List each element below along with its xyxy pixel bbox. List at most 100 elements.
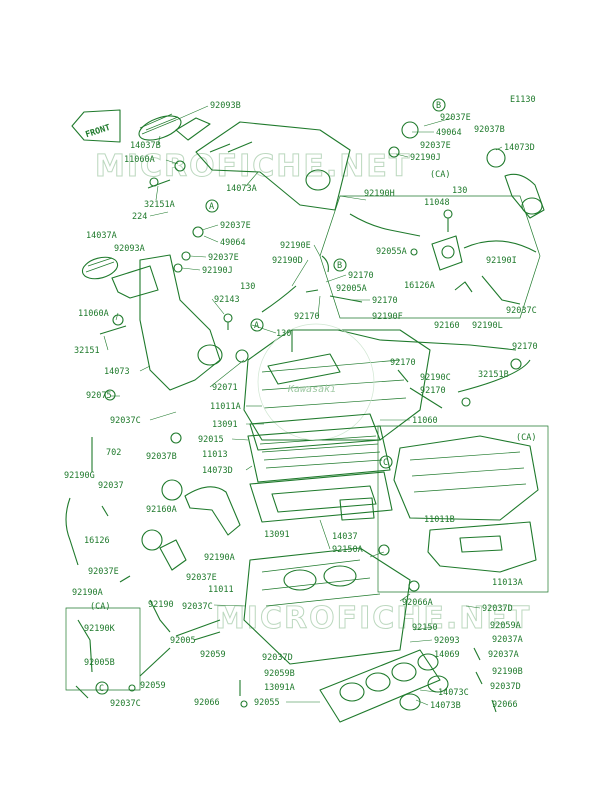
part-label: 92143	[214, 295, 240, 305]
part-label: 16126A	[404, 281, 435, 291]
carb-holder-drawing	[319, 647, 497, 723]
part-label: 14073B	[430, 701, 461, 711]
part-label: 92059	[140, 681, 166, 691]
ca-cover-drawing	[377, 425, 549, 593]
clamps-drawing	[65, 160, 249, 566]
part-label: 92059A	[490, 621, 521, 631]
part-label: 11013A	[492, 578, 523, 588]
part-label: 32151	[74, 346, 100, 356]
part-label: 32151A	[144, 200, 175, 210]
part-label: 92015	[198, 435, 224, 445]
callout-a-mid-label: A	[254, 321, 259, 331]
part-label: 92150A	[332, 545, 363, 555]
part-label: 13091	[212, 420, 238, 430]
part-label: 92037D	[490, 682, 521, 692]
part-label: (CA)	[430, 170, 450, 180]
callout-b-top	[432, 98, 446, 112]
callout-a-left	[205, 199, 219, 213]
part-label: 130	[276, 329, 291, 339]
part-label: 13091A	[264, 683, 295, 693]
part-label: 92170	[372, 296, 398, 306]
ref-code: E1130	[510, 95, 536, 105]
part-label: 11011B	[424, 515, 455, 525]
air-cleaner-cover-drawing	[243, 329, 431, 441]
part-label: 92037D	[262, 653, 293, 663]
part-label: 92093A	[114, 244, 145, 254]
part-label: 92037C	[506, 306, 537, 316]
part-label: 92037E	[208, 253, 239, 263]
part-label: 92055	[254, 698, 280, 708]
part-label: 92190B	[492, 667, 523, 677]
kawasaki-logo-ring	[257, 323, 375, 441]
part-label: 11011	[208, 585, 234, 595]
watermark-bottom: MICROFICHE.NET	[215, 601, 531, 636]
part-label: 224	[132, 212, 147, 222]
part-label: 92037B	[474, 125, 505, 135]
part-label: 11013	[202, 450, 228, 460]
part-label: 14073	[104, 367, 130, 377]
center-logo: Kawasaki	[287, 384, 336, 395]
part-label: 11060	[412, 416, 438, 426]
part-label: 13091	[264, 530, 290, 540]
part-label: 92170	[294, 312, 320, 322]
air-cleaner-case-drawing	[243, 544, 420, 665]
part-label: 92071	[212, 383, 238, 393]
part-label: 92170	[420, 386, 446, 396]
part-label: 11048	[424, 198, 450, 208]
lower-hoses-drawing	[65, 529, 248, 708]
part-label: 92055A	[376, 247, 407, 257]
part-label: 32151B	[478, 370, 509, 380]
part-label: 92093	[434, 636, 460, 646]
part-label: 702	[106, 448, 121, 458]
part-label: 92190E	[280, 241, 311, 251]
part-label: 92160	[434, 321, 460, 331]
part-label: 92037E	[420, 141, 451, 151]
part-label: 92190J	[202, 266, 233, 276]
callout-a-left-label: A	[209, 202, 214, 212]
part-label: 92037C	[110, 416, 141, 426]
part-label: 14073C	[438, 688, 469, 698]
part-label: (CA)	[516, 433, 536, 443]
part-label: (CA)	[90, 602, 110, 612]
part-label: 92005	[170, 636, 196, 646]
part-label: 92059B	[264, 669, 295, 679]
part-label: 92037E	[220, 221, 251, 231]
callout-b-mid	[333, 258, 347, 272]
part-label: 92066	[492, 700, 518, 710]
part-label: 11060A	[78, 309, 109, 319]
part-label: 92190G	[64, 471, 95, 481]
part-label: 14073D	[504, 143, 535, 153]
part-label: 92005B	[84, 658, 115, 668]
part-label: 92093B	[210, 101, 241, 111]
part-label: 92170	[512, 342, 538, 352]
callout-b-top-label: B	[436, 101, 441, 111]
callout-c-lower	[95, 681, 109, 695]
part-label: 92059	[200, 650, 226, 660]
part-label: 92190A	[72, 588, 103, 598]
part-label: 11011A	[210, 402, 241, 412]
callout-b-mid-label: B	[337, 261, 342, 271]
part-label: 92066	[194, 698, 220, 708]
callout-a-mid	[250, 318, 264, 332]
part-label: 92170	[348, 271, 374, 281]
part-label: 92160A	[146, 505, 177, 515]
part-label: 92190C	[420, 373, 451, 383]
part-label: 92037	[98, 481, 124, 491]
front-arrow-icon	[71, 109, 121, 143]
part-label: 92037E	[440, 113, 471, 123]
part-label: 92190A	[204, 553, 235, 563]
part-label: 92190F	[372, 312, 403, 322]
hoses-drawing	[261, 255, 531, 409]
part-label: 92066A	[402, 598, 433, 608]
canister-drawing	[319, 121, 545, 319]
part-label: 92037C	[182, 602, 213, 612]
part-label: 92037E	[186, 573, 217, 583]
part-label: 92037C	[110, 699, 141, 709]
part-label: 92190D	[272, 256, 303, 266]
part-label: 14073A	[226, 184, 257, 194]
part-label: 92037D	[482, 604, 513, 614]
callout-c-right-label: C	[383, 458, 388, 468]
part-label: 130	[240, 282, 255, 292]
part-label: 14037A	[86, 231, 117, 241]
